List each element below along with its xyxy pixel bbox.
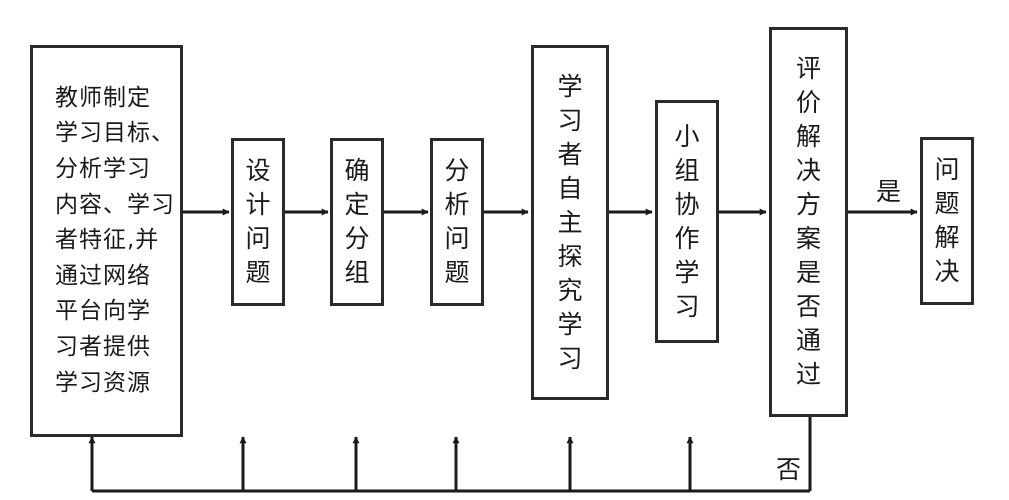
analyze-problem-box: 分 析 问 题 (430, 138, 484, 306)
start-line: 教师制定 (55, 84, 151, 111)
box-char: 解 (795, 122, 821, 151)
box-char: 评 (795, 54, 821, 83)
box-char: 析 (444, 190, 470, 219)
box-char: 组 (344, 258, 370, 287)
box-char: 探 (557, 241, 583, 271)
box-char: 解 (934, 223, 960, 252)
box-char: 究 (557, 275, 583, 305)
box-char: 决 (934, 257, 960, 286)
box-char: 自 (557, 173, 583, 203)
box-char: 确 (344, 156, 370, 185)
box-char: 学 (557, 71, 583, 101)
start-line: 学习资源 (55, 369, 151, 396)
box-char: 主 (557, 207, 583, 237)
group-collab-box: 小 组 协 作 学 习 (655, 100, 719, 343)
box-char: 学 (557, 309, 583, 339)
box-char: 题 (934, 189, 960, 218)
box-char: 分 (444, 156, 470, 185)
determine-group-box: 确 定 分 组 (330, 138, 384, 306)
box-char: 协 (674, 189, 700, 219)
start-line: 者特征,并 (55, 227, 160, 254)
problem-solved-box: 问 题 解 决 (920, 137, 974, 305)
box-char: 是 (795, 258, 821, 287)
box-char: 者 (557, 139, 583, 169)
design-problem-box: 设 计 问 题 (231, 138, 285, 306)
evaluate-solution-box: 评 价 解 决 方 案 是 否 通 过 (769, 27, 848, 417)
yes-label: 是 (876, 177, 902, 206)
box-char: 问 (934, 155, 960, 184)
start-line: 学习目标、 (55, 120, 175, 147)
box-char: 小 (674, 121, 700, 151)
start-box: 教师制定 学习目标、 分析学习 内容、学习 者特征,并 通过网络 平台向学 习者… (30, 45, 183, 437)
box-char: 价 (795, 88, 821, 117)
box-char: 案 (795, 224, 821, 253)
box-char: 作 (674, 223, 700, 253)
box-char: 通 (795, 326, 821, 355)
box-char: 题 (245, 258, 271, 287)
box-char: 设 (245, 156, 271, 185)
box-char: 方 (795, 190, 821, 219)
box-char: 题 (444, 258, 470, 287)
start-line: 习者提供 (55, 334, 151, 361)
box-char: 习 (557, 105, 583, 135)
no-label: 否 (776, 455, 802, 484)
start-line: 通过网络 (55, 262, 151, 289)
box-char: 学 (674, 257, 700, 287)
box-char: 分 (344, 224, 370, 253)
box-char: 习 (557, 343, 583, 373)
start-line: 平台向学 (55, 298, 151, 325)
box-char: 过 (795, 360, 821, 389)
start-text: 教师制定 学习目标、 分析学习 内容、学习 者特征,并 通过网络 平台向学 习者… (33, 81, 175, 402)
box-char: 问 (245, 224, 271, 253)
box-char: 否 (795, 292, 821, 321)
start-line: 分析学习 (55, 155, 151, 182)
box-char: 计 (245, 190, 271, 219)
box-char: 决 (795, 156, 821, 185)
self-inquiry-box: 学 习 者 自 主 探 究 学 习 (531, 45, 609, 400)
box-char: 问 (444, 224, 470, 253)
start-line: 内容、学习 (55, 191, 175, 218)
box-char: 组 (674, 155, 700, 185)
box-char: 定 (344, 190, 370, 219)
box-char: 习 (674, 291, 700, 321)
